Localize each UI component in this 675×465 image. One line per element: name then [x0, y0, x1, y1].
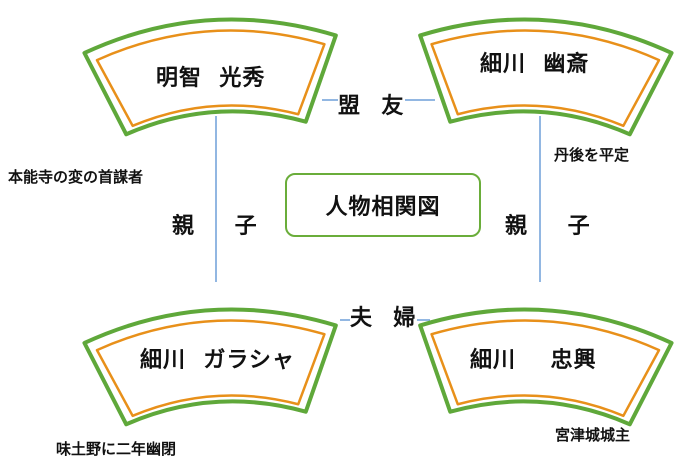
relation-label-parent-child-right: 親 子 — [505, 213, 592, 239]
note-yusai: 丹後を平定 — [554, 146, 630, 164]
note-tadaoki: 宮津城城主 — [555, 426, 631, 444]
fan-tadaoki — [418, 307, 674, 427]
relation-label-parent-child-left: 親 子 — [172, 213, 259, 239]
fan-mitsuhide — [82, 17, 338, 137]
center-title: 人物相関図 — [325, 194, 441, 220]
person-name-gracia: 細川 ガラシャ — [140, 347, 295, 373]
fan-yusai — [418, 17, 674, 137]
note-mitsuhide: 本能寺の変の首謀者 — [8, 168, 144, 186]
person-name-yusai: 細川 幽斎 — [480, 51, 590, 77]
relation-label-married: 夫 婦 — [350, 300, 418, 332]
fan-gracia — [82, 307, 338, 427]
person-name-tadaoki: 細川 忠興 — [470, 347, 597, 373]
center-title-box: 人物相関図 — [285, 173, 481, 237]
person-name-mitsuhide: 明智 光秀 — [156, 65, 266, 91]
relation-label-alliance: 盟 友 — [338, 88, 406, 120]
note-gracia: 味土野に二年幽閉 — [56, 440, 177, 458]
